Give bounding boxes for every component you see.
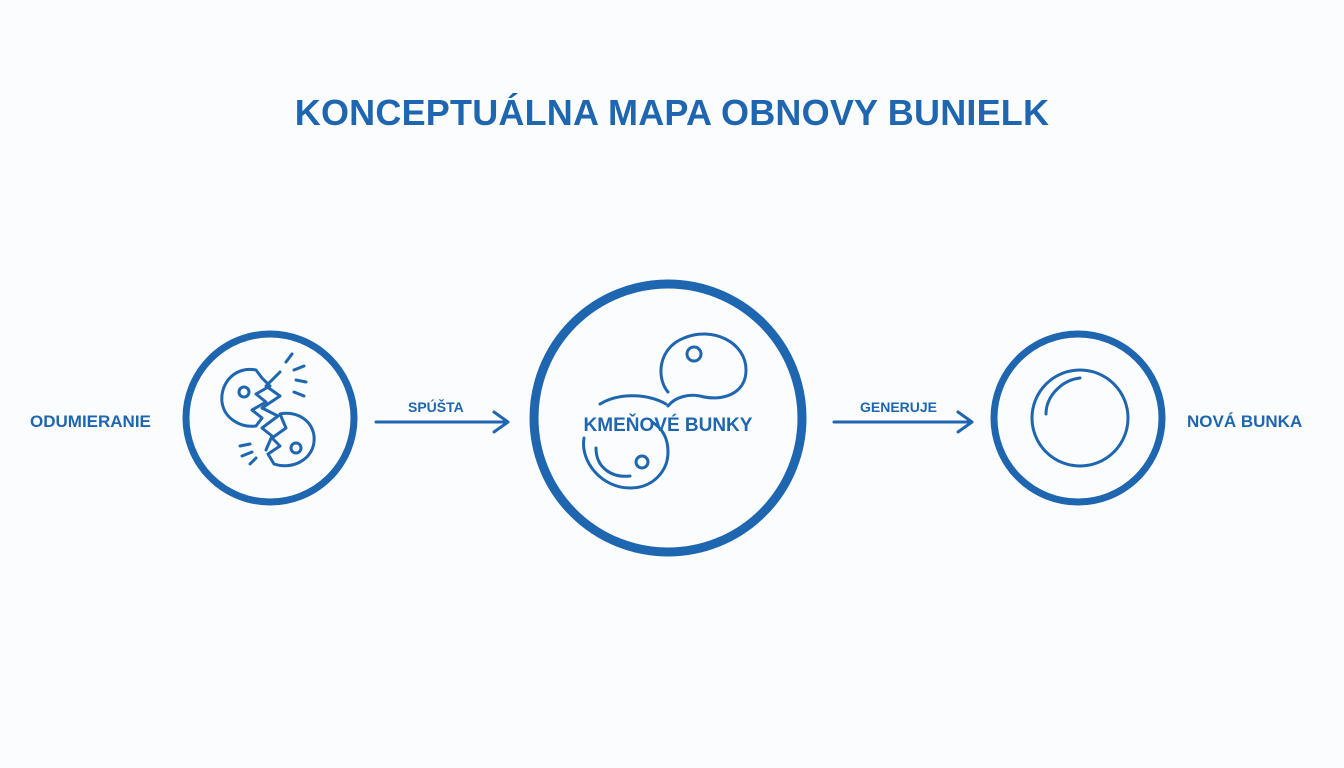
node-stem-cells-label: KMEŇOVÉ BUNKY [584,414,753,436]
arrow-generates [832,410,974,434]
node-new-cell-label: NOVÁ BUNKA [1187,412,1303,431]
breaking-cell-icon [220,352,316,468]
arrow-triggers [374,410,510,434]
node-dying-label: ODUMIERANIE [30,412,151,431]
node-dying-cell [182,330,358,506]
new-cell-icon [1030,368,1130,468]
edge-generates-label: GENERUJE [860,399,938,415]
dividing-cells-icon [582,332,748,490]
node-new-cell [990,330,1166,506]
diagram-title: KONCEPTUÁLNA MAPA OBNOVY BUNIELK [294,92,1050,133]
edge-triggers-label: SPÚŠTA [408,399,464,415]
node-stem-cells: KMEŇOVÉ BUNKY [529,279,807,557]
